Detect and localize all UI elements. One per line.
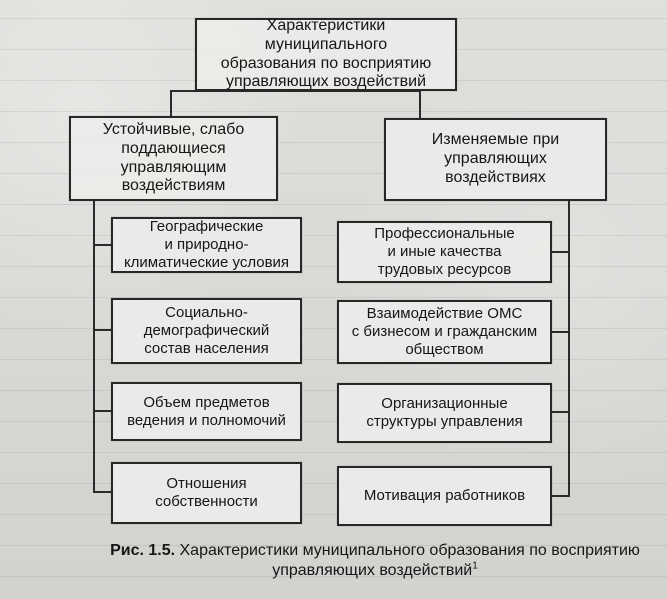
right-item-labor-qualities: Профессиональные и иные качества трудовы… <box>337 221 552 283</box>
right-item-business-society-interaction: Взаимодействие ОМС с бизнесом и гражданс… <box>337 300 552 364</box>
footnote-reference: 1 <box>472 560 478 572</box>
left-item-powers-scope: Объем предметов ведения и полномочий <box>111 382 302 441</box>
left-item-social-demographic: Социально- демографический состав населе… <box>111 298 302 364</box>
right-item-employee-motivation: Мотивация работников <box>337 466 552 526</box>
right-item-organizational-structures: Организационные структуры управления <box>337 383 552 443</box>
changeable-characteristics-box: Изменяемые при управляющих воздействиях <box>384 118 607 201</box>
figure-number: Рис. 1.5. <box>110 542 176 559</box>
figure-caption: Рис. 1.5. Характеристики муниципального … <box>95 541 655 580</box>
figure-caption-text-line-2: управляющих воздействий <box>272 561 473 579</box>
left-item-geography-climate: Географические и природно- климатические… <box>111 217 302 273</box>
root-box: Характеристики муниципального образовани… <box>195 17 457 91</box>
left-item-property-relations: Отношения собственности <box>111 462 302 524</box>
stable-characteristics-box: Устойчивые, слабо поддающиеся управляющи… <box>69 116 278 201</box>
figure-caption-text: Характеристики муниципального образовани… <box>175 542 640 559</box>
